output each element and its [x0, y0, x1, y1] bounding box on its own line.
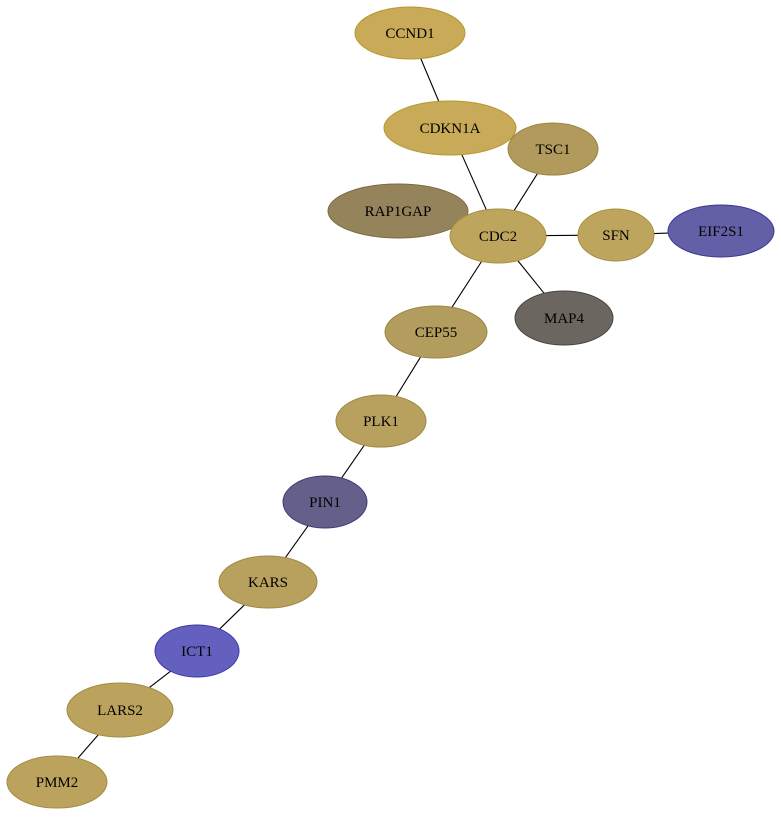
node-shape-plk1	[335, 394, 427, 448]
node-kars[interactable]: KARS	[218, 555, 318, 609]
node-tsc1[interactable]: TSC1	[507, 122, 599, 176]
node-label-plk1: PLK1	[363, 414, 399, 430]
edge-sfn-eif2s1	[653, 232, 669, 235]
edge-cdc2-map4	[517, 260, 545, 294]
node-eif2s1[interactable]: EIF2S1	[667, 204, 775, 258]
edge-plk1-pin1	[341, 444, 365, 479]
node-label-eif2s1: EIF2S1	[698, 224, 744, 240]
node-label-pmm2: PMM2	[36, 775, 79, 791]
edge-cep55-plk1	[395, 356, 422, 397]
node-label-tsc1: TSC1	[535, 142, 570, 158]
node-label-ict1: ICT1	[181, 644, 213, 660]
node-label-sfn: SFN	[602, 228, 630, 244]
node-rap1gap[interactable]: RAP1GAP	[327, 183, 469, 239]
node-cdc2[interactable]: CDC2	[449, 208, 547, 264]
edge-ccnd1-cdkn1a	[420, 58, 440, 102]
node-lars2[interactable]: LARS2	[66, 682, 174, 738]
node-label-rap1gap: RAP1GAP	[365, 204, 432, 220]
node-label-kars: KARS	[248, 575, 288, 591]
node-ccnd1[interactable]: CCND1	[354, 6, 466, 60]
node-label-cdc2: CDC2	[479, 229, 517, 245]
edges-layer	[77, 58, 669, 759]
node-label-cep55: CEP55	[415, 325, 458, 341]
node-shape-cep55	[384, 305, 488, 359]
node-cdkn1a[interactable]: CDKN1A	[383, 100, 517, 156]
edge-pin1-kars	[284, 525, 309, 558]
edge-cdkn1a-cdc2	[461, 154, 487, 211]
node-label-pin1: PIN1	[309, 495, 341, 511]
node-shape-eif2s1	[667, 204, 775, 258]
edge-kars-ict1	[219, 604, 245, 630]
node-shape-kars	[218, 555, 318, 609]
node-shape-sfn	[577, 208, 655, 262]
node-map4[interactable]: MAP4	[514, 290, 614, 346]
edge-cdc2-cep55	[451, 261, 483, 308]
node-label-cdkn1a: CDKN1A	[420, 121, 481, 137]
edge-tsc1-cdc2	[513, 173, 539, 211]
node-shape-cdc2	[449, 208, 547, 264]
node-label-lars2: LARS2	[97, 703, 143, 719]
node-pin1[interactable]: PIN1	[282, 475, 368, 529]
node-label-ccnd1: CCND1	[385, 26, 434, 42]
edge-ict1-lars2	[149, 670, 171, 688]
node-shape-rap1gap	[327, 183, 469, 239]
node-label-map4: MAP4	[544, 311, 585, 327]
node-plk1[interactable]: PLK1	[335, 394, 427, 448]
node-shape-pmm2	[6, 755, 108, 809]
edge-lars2-pmm2	[77, 734, 99, 759]
node-shape-ict1	[154, 624, 240, 678]
node-shape-lars2	[66, 682, 174, 738]
node-shape-ccnd1	[354, 6, 466, 60]
node-shape-tsc1	[507, 122, 599, 176]
node-sfn[interactable]: SFN	[577, 208, 655, 262]
node-shape-pin1	[282, 475, 368, 529]
node-cep55[interactable]: CEP55	[384, 305, 488, 359]
node-shape-map4	[514, 290, 614, 346]
node-ict1[interactable]: ICT1	[154, 624, 240, 678]
node-pmm2[interactable]: PMM2	[6, 755, 108, 809]
node-shape-cdkn1a	[383, 100, 517, 156]
